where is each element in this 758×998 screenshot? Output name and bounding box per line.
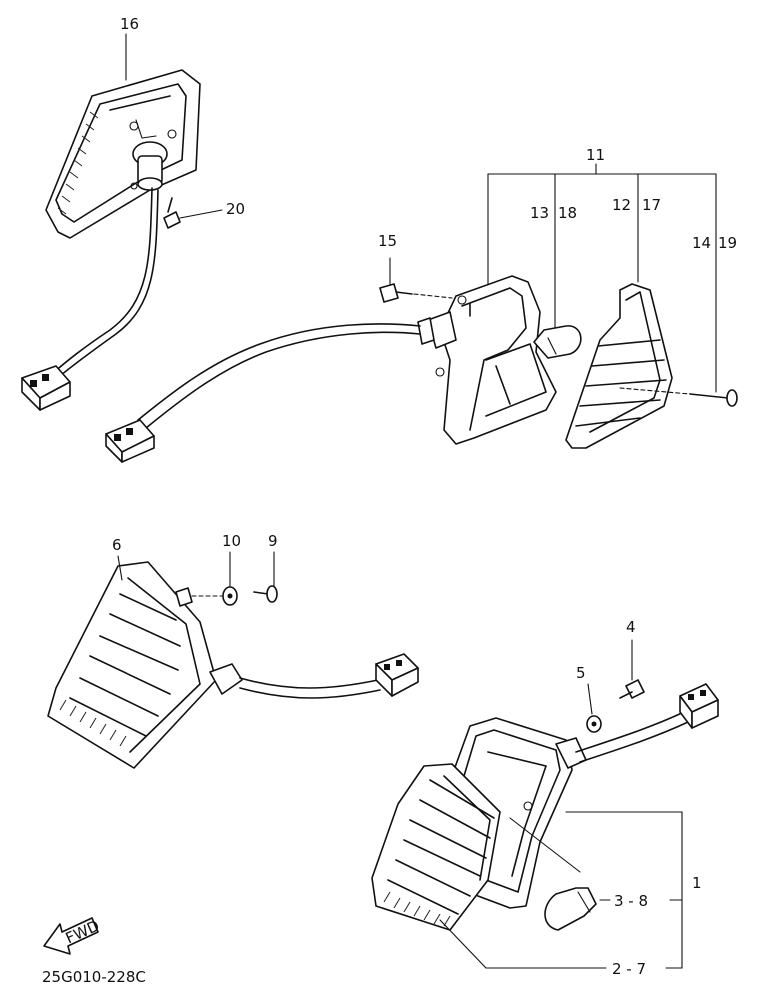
callout-19: 19 <box>718 234 737 252</box>
screw-20 <box>163 197 223 229</box>
bulb-13-18 <box>533 325 582 359</box>
callout-4: 4 <box>626 618 636 636</box>
forward-direction-arrow: FWD <box>43 917 102 955</box>
connector-16 <box>21 365 71 411</box>
callout-10: 10 <box>222 532 241 550</box>
lens-12-17 <box>565 283 673 449</box>
callout-18: 18 <box>558 204 577 222</box>
callout-13: 13 <box>530 204 549 222</box>
connector-11 <box>105 419 155 463</box>
screw-4 <box>619 639 645 699</box>
screw-9 <box>253 551 278 603</box>
flasher-assembly-1 <box>371 717 587 931</box>
fwd-label: FWD <box>63 917 102 948</box>
callout-3-8: 3 - 8 <box>614 892 648 910</box>
callout-2-7: 2 - 7 <box>612 960 646 978</box>
nut-5 <box>586 683 602 733</box>
connector-1 <box>679 683 719 729</box>
callout-15: 15 <box>378 232 397 250</box>
bulb-3-8 <box>509 817 597 931</box>
callout-20: 20 <box>226 200 245 218</box>
callout-5: 5 <box>576 664 586 682</box>
callout-12: 12 <box>612 196 631 214</box>
flasher-body-11 <box>417 275 557 445</box>
flasher-assembly-6 <box>47 561 243 769</box>
part-11-bracket <box>487 163 717 393</box>
flasher-6-wire <box>239 677 379 689</box>
screw-15 <box>379 257 453 303</box>
callout-14: 14 <box>692 234 711 252</box>
rear-flasher-lamp-16 <box>45 69 201 239</box>
nut-10 <box>191 551 238 606</box>
screw-14-19 <box>619 387 738 407</box>
callout-6: 6 <box>112 536 122 554</box>
callout-1: 1 <box>692 874 702 892</box>
callout-9: 9 <box>268 532 278 550</box>
lamp-16-wire <box>53 187 153 373</box>
callout-16: 16 <box>120 15 139 33</box>
flasher-1-wire <box>575 711 685 753</box>
drawing-code: 25G010-228C <box>42 968 146 986</box>
flasher-11-wire <box>137 323 421 421</box>
part-1-bracket <box>439 811 683 969</box>
connector-6 <box>375 653 419 697</box>
callout-11: 11 <box>586 146 605 164</box>
callout-17: 17 <box>642 196 661 214</box>
